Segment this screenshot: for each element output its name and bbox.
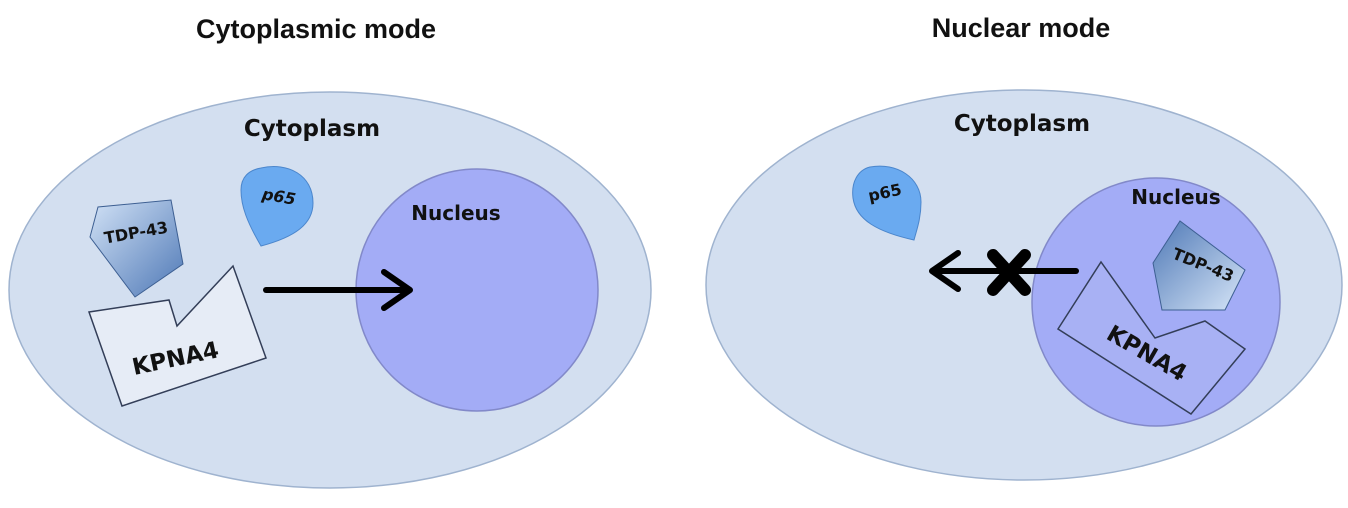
kpna4-protein — [87, 264, 267, 407]
cytoplasmic-mode-title: Cytoplasmic mode — [196, 14, 436, 44]
nuclear-mode-panel: Nuclear mode Cytoplasm Nucleus p65 TDP-4… — [705, 13, 1343, 481]
nuclear-mode-title: Nuclear mode — [932, 13, 1111, 43]
cytoplasm-label: Cytoplasm — [244, 116, 380, 142]
kpna4-protein — [1056, 260, 1247, 415]
nucleus-label: Nucleus — [1131, 185, 1220, 209]
x-mark-icon — [987, 249, 1031, 296]
tdp-43-protein — [89, 199, 184, 298]
p65-protein — [852, 165, 922, 241]
arrow-right-icon — [263, 269, 413, 311]
p65-protein — [240, 166, 314, 247]
cytoplasm-label: Cytoplasm — [954, 111, 1090, 137]
nucleus-label: Nucleus — [411, 201, 500, 225]
cytoplasmic-mode-panel: Cytoplasmic mode Cytoplasm Nucleus p65 T… — [8, 14, 652, 489]
tdp-43-protein — [1152, 220, 1246, 311]
